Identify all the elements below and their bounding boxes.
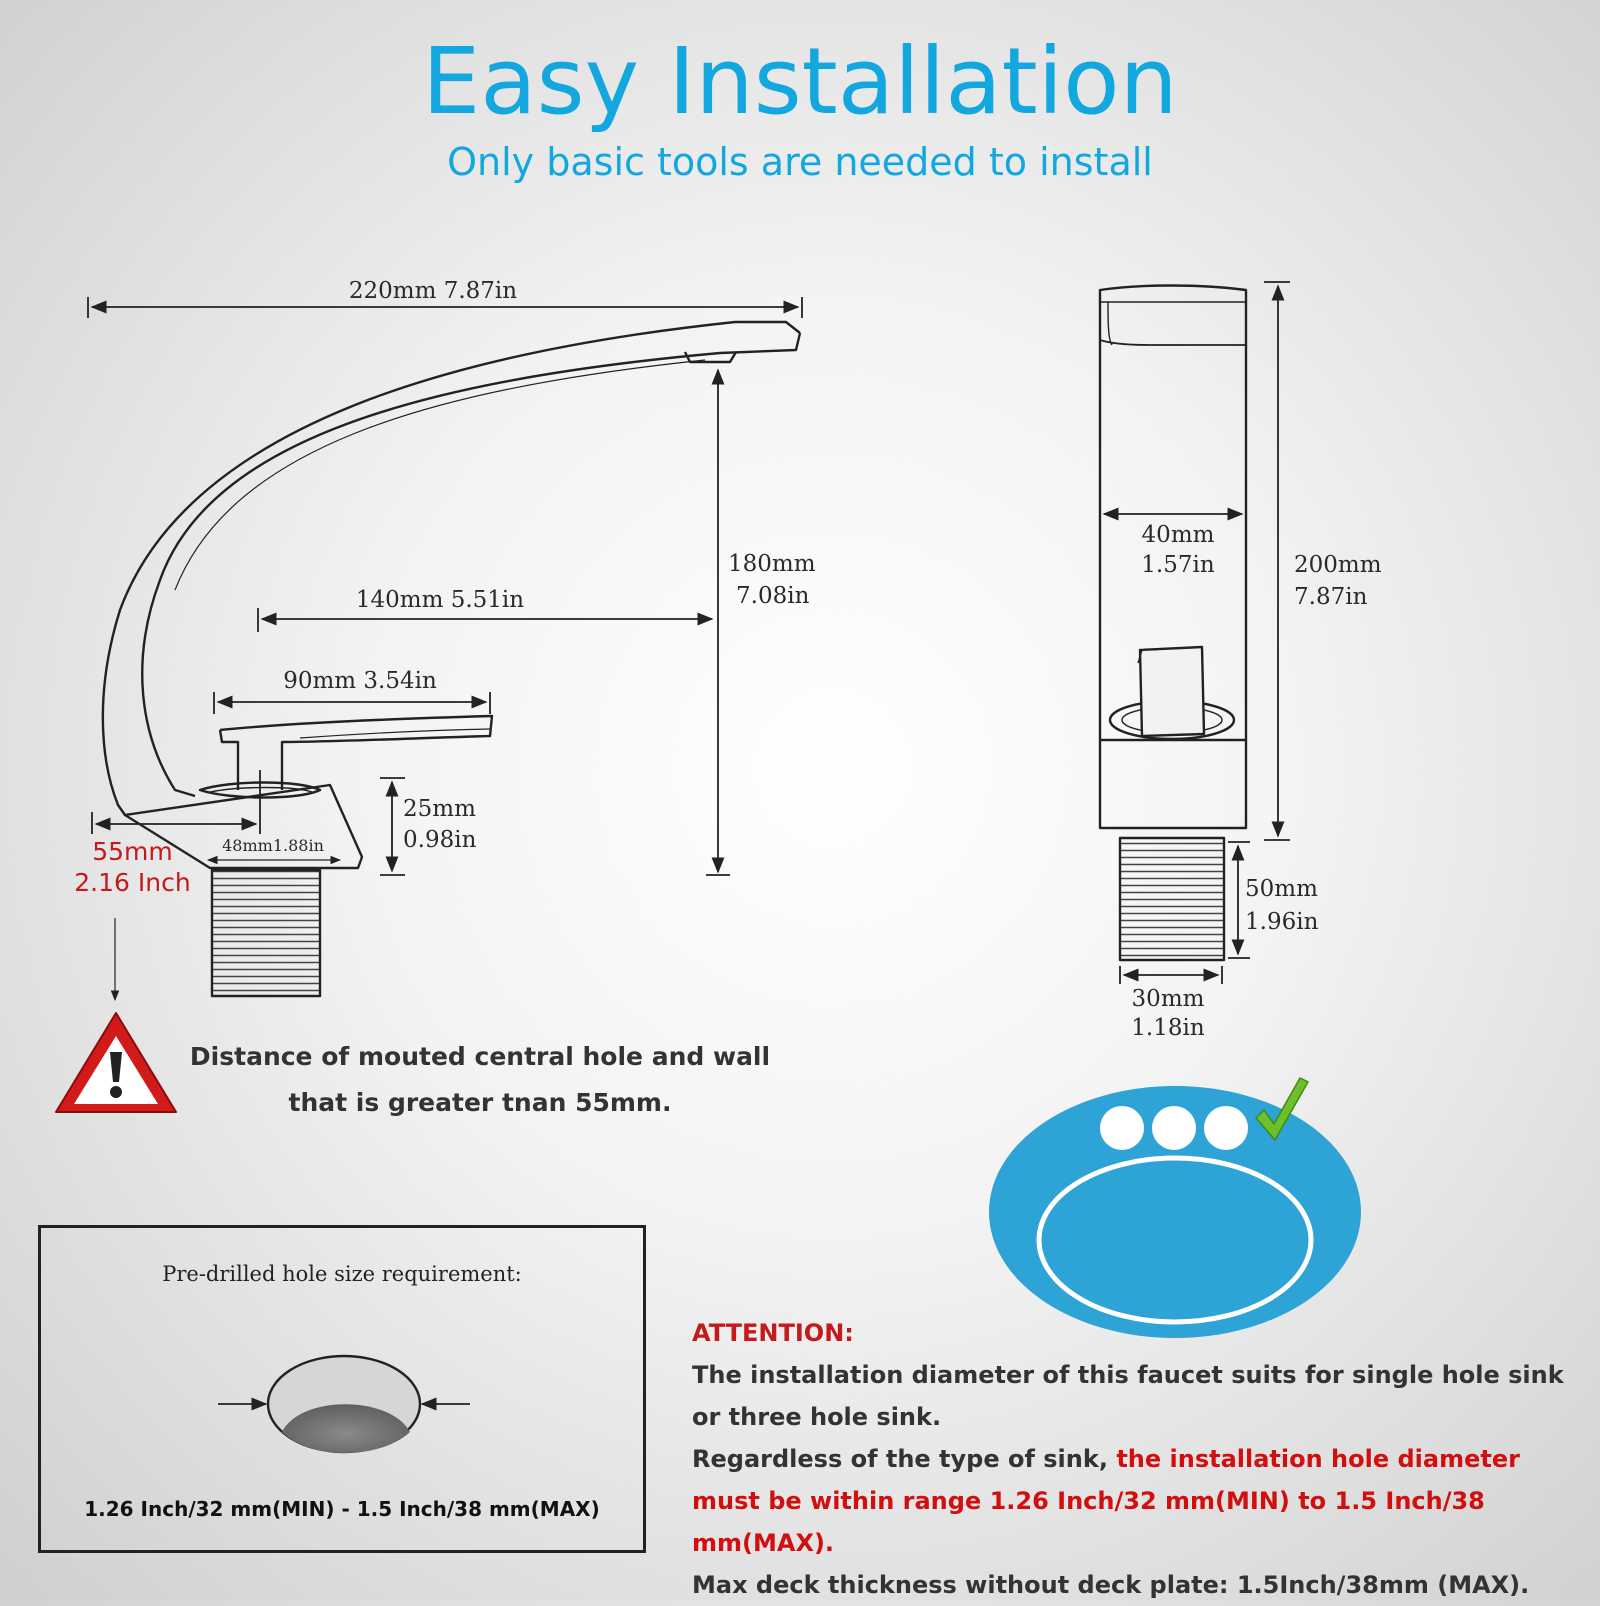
hole-requirement-range: 1.26 Inch/32 mm(MIN) - 1.5 Inch/38 mm(MA… [84,1497,600,1521]
sink-hole-center [1152,1106,1196,1150]
wall-distance-mm: 55mm [92,837,173,866]
warning-triangle-icon [55,1012,177,1113]
dim-reach: 140mm 5.51in [356,587,524,613]
warning-line-2: that is greater tnan 55mm. [288,1088,672,1117]
wall-distance-inch: 2.16 Inch [74,868,191,897]
page-title: Easy Installation [422,28,1178,135]
dim-shank-diameter-in: 1.18in [1131,1015,1205,1041]
dim-height-mm: 180mm [728,551,816,577]
hole-requirement-box [38,1225,646,1553]
attention-line-2-highlight: the installation hole diameter must be w… [692,1445,1520,1557]
attention-line-2: Regardless of the type of sink, the inst… [692,1438,1572,1564]
sink-hole-left [1100,1106,1144,1150]
dim-shank-diameter-mm: 30mm [1132,986,1205,1012]
dim-base-height-mm: 25mm [403,796,476,822]
dim-handle-length: 90mm 3.54in [283,668,437,694]
attention-notice: ATTENTION: The installation diameter of … [692,1312,1572,1606]
front-dimension-lines [1102,281,1290,984]
dim-shank-length-mm: 50mm [1245,876,1318,902]
attention-line-2-prefix: Regardless of the type of sink, [692,1445,1117,1473]
side-view-faucet [101,320,802,998]
sink-hole-right [1204,1106,1248,1150]
wall-distance-label: 55mm 2.16 Inch [60,836,205,898]
hole-requirement-title: Pre-drilled hole size requirement: [162,1262,522,1286]
attention-line-3: Max deck thickness without deck plate: 1… [692,1571,1530,1599]
dim-total-width: 220mm 7.87in [349,278,517,304]
dim-body-height-in: 7.87in [1294,584,1368,610]
side-dimension-lines [87,297,803,1002]
dim-height-in: 7.08in [736,583,810,609]
hole-size-illustration [218,1354,470,1454]
dim-shank-length-in: 1.96in [1245,909,1319,935]
warning-line-1: Distance of mouted central hole and wall [189,1042,771,1071]
attention-line-1: The installation diameter of this faucet… [692,1361,1564,1431]
attention-title: ATTENTION: [692,1319,854,1347]
dim-base-width: 48mm1.88in [222,836,324,855]
front-view-faucet [1098,284,1248,962]
dim-body-height-mm: 200mm [1294,552,1382,578]
dim-body-width-mm: 40mm [1142,522,1215,548]
warning-text: Distance of mouted central hole and wall… [170,1034,790,1126]
page-subtitle: Only basic tools are needed to install [447,140,1153,184]
three-hole-sink [989,1086,1361,1338]
dim-base-height-in: 0.98in [403,827,477,853]
dim-body-width-in: 1.57in [1141,552,1215,578]
check-mark-icon [1254,1077,1310,1142]
